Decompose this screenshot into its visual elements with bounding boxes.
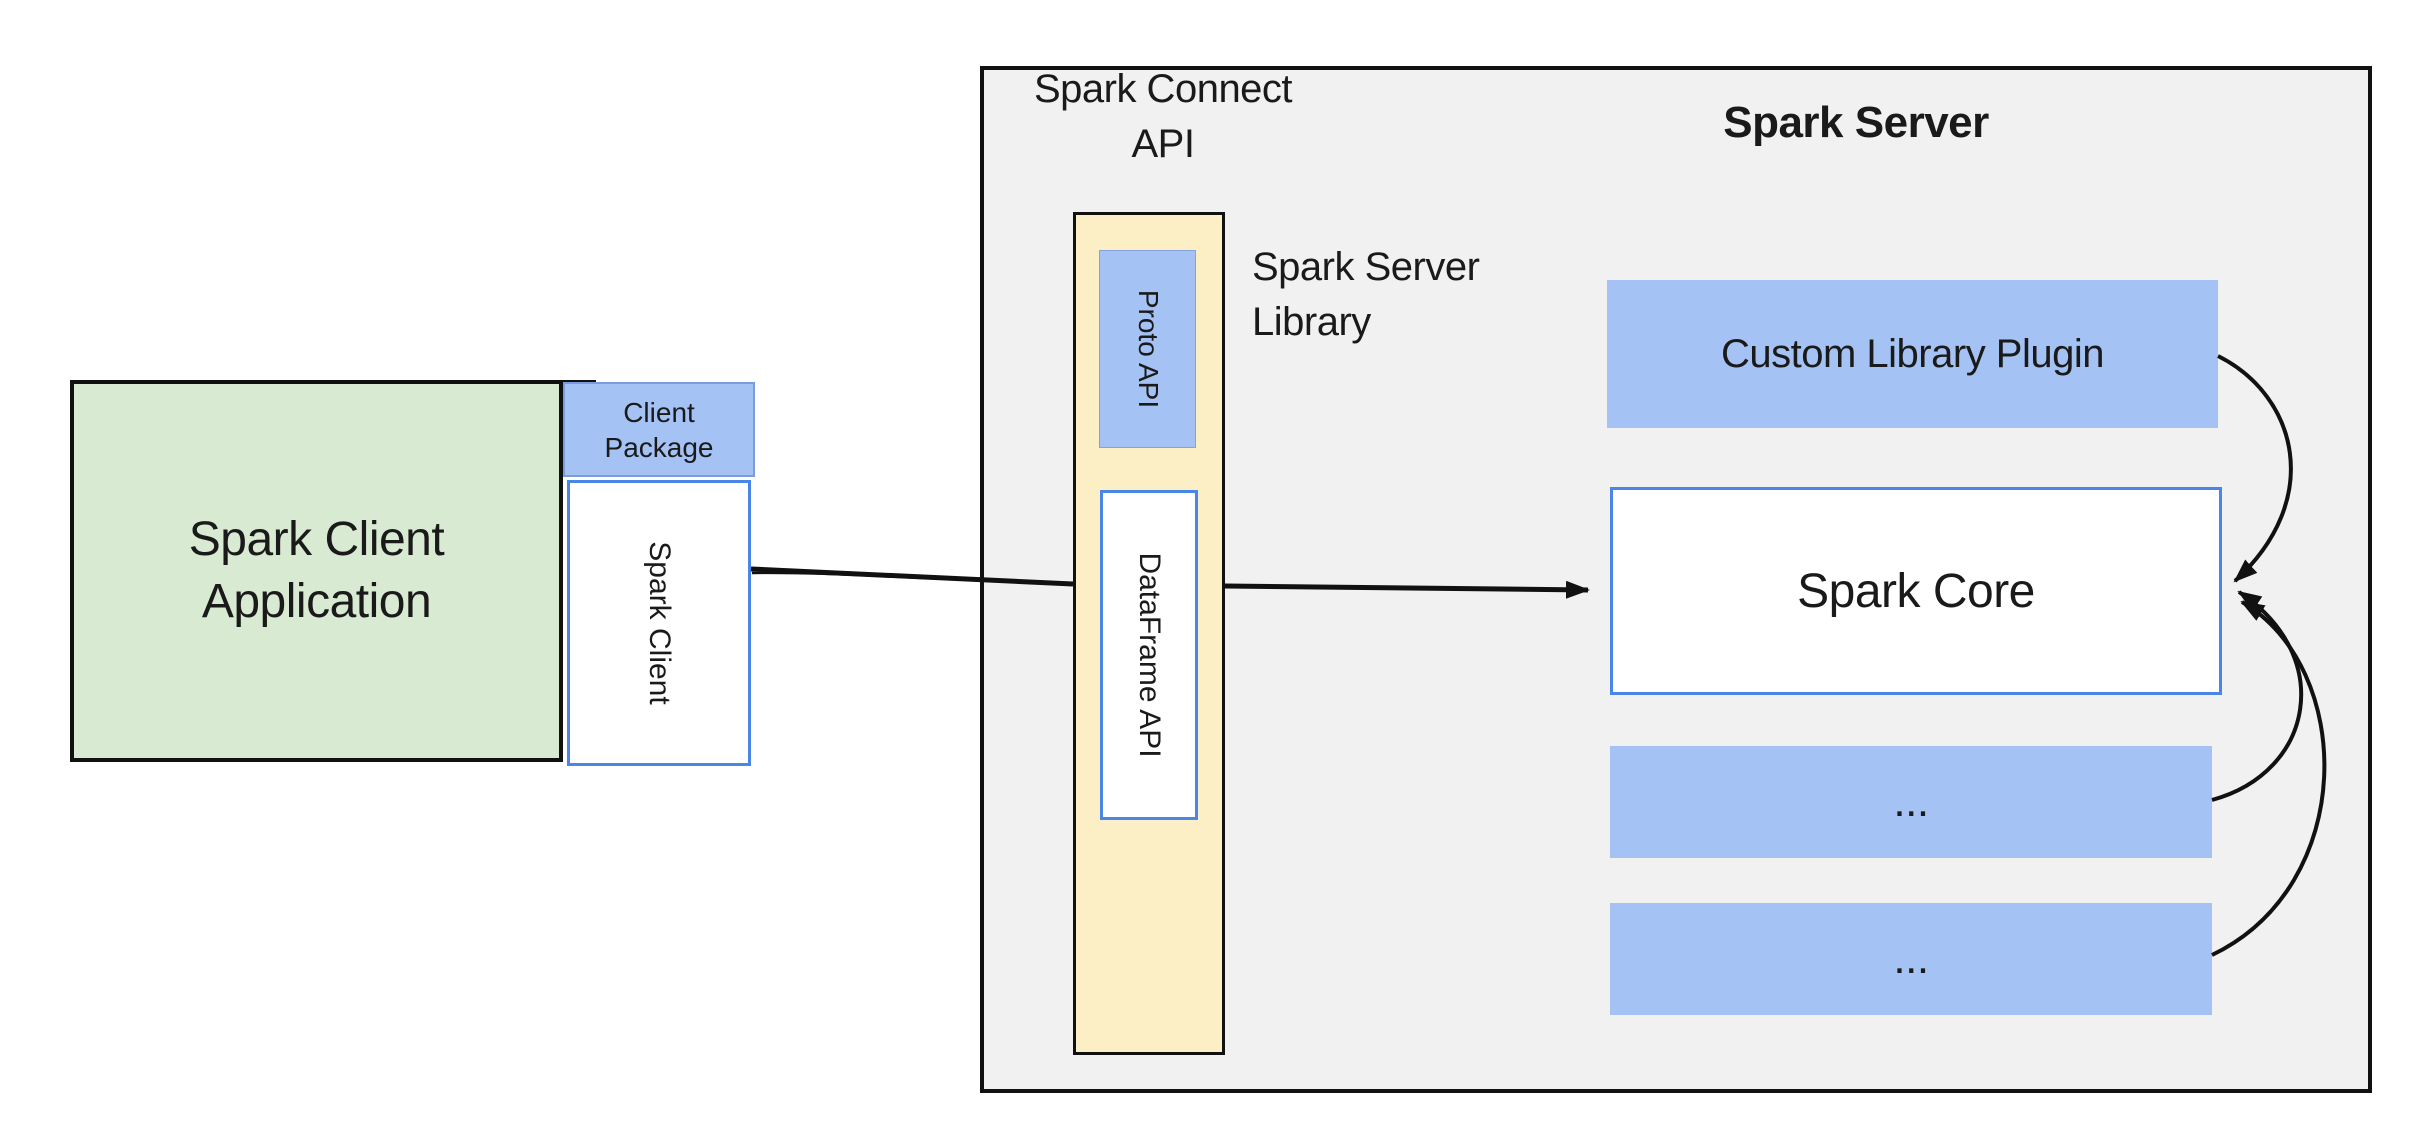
plugin-placeholder-label-1: ... — [1893, 777, 1929, 826]
spark-client-box — [567, 480, 751, 766]
custom-library-plugin-label: Custom Library Plugin — [1721, 331, 2105, 376]
plugin-placeholder-box-1: ... — [1610, 746, 2212, 858]
spark-client-application-label: Spark Client Application — [74, 384, 559, 758]
spark-core-label: Spark Core — [1797, 564, 2035, 618]
spark-client-application-box: Spark Client Application — [70, 380, 563, 762]
proto-api-label: Proto API — [1133, 289, 1164, 409]
spark-server-library-label: Spark Server Library — [1252, 240, 1480, 350]
spark-server-library-line2: Library — [1252, 300, 1371, 344]
custom-library-plugin-box: Custom Library Plugin — [1607, 280, 2218, 428]
plugin-placeholder-box-2: ... — [1610, 903, 2212, 1015]
spark-client-application-line2: Application — [201, 575, 432, 628]
spark-server-title: Spark Server — [1723, 98, 1989, 147]
spark-client-application-line1: Spark Client — [188, 513, 445, 566]
arrow-client-to-connect-sketch — [751, 571, 981, 582]
spark-core-box: Spark Core — [1610, 487, 2222, 695]
spark-client-label: Spark Client — [643, 541, 676, 705]
proto-api-box — [1099, 250, 1196, 448]
spark-connect-api-label-line1: Spark Connect — [1033, 67, 1293, 111]
client-package-line1: Client — [623, 396, 695, 428]
client-package-line2: Package — [604, 431, 714, 463]
spark-server-library-line1: Spark Server — [1252, 245, 1480, 289]
dataframe-api-box — [1100, 490, 1198, 820]
plugin-placeholder-label-2: ... — [1893, 934, 1929, 983]
dataframe-api-label: DataFrame API — [1133, 552, 1166, 758]
client-package-box: Client Package — [563, 382, 755, 477]
spark-connect-api-label-line2: API — [1131, 122, 1195, 166]
spark-connect-api-label: Spark Connect API — [953, 62, 1373, 172]
